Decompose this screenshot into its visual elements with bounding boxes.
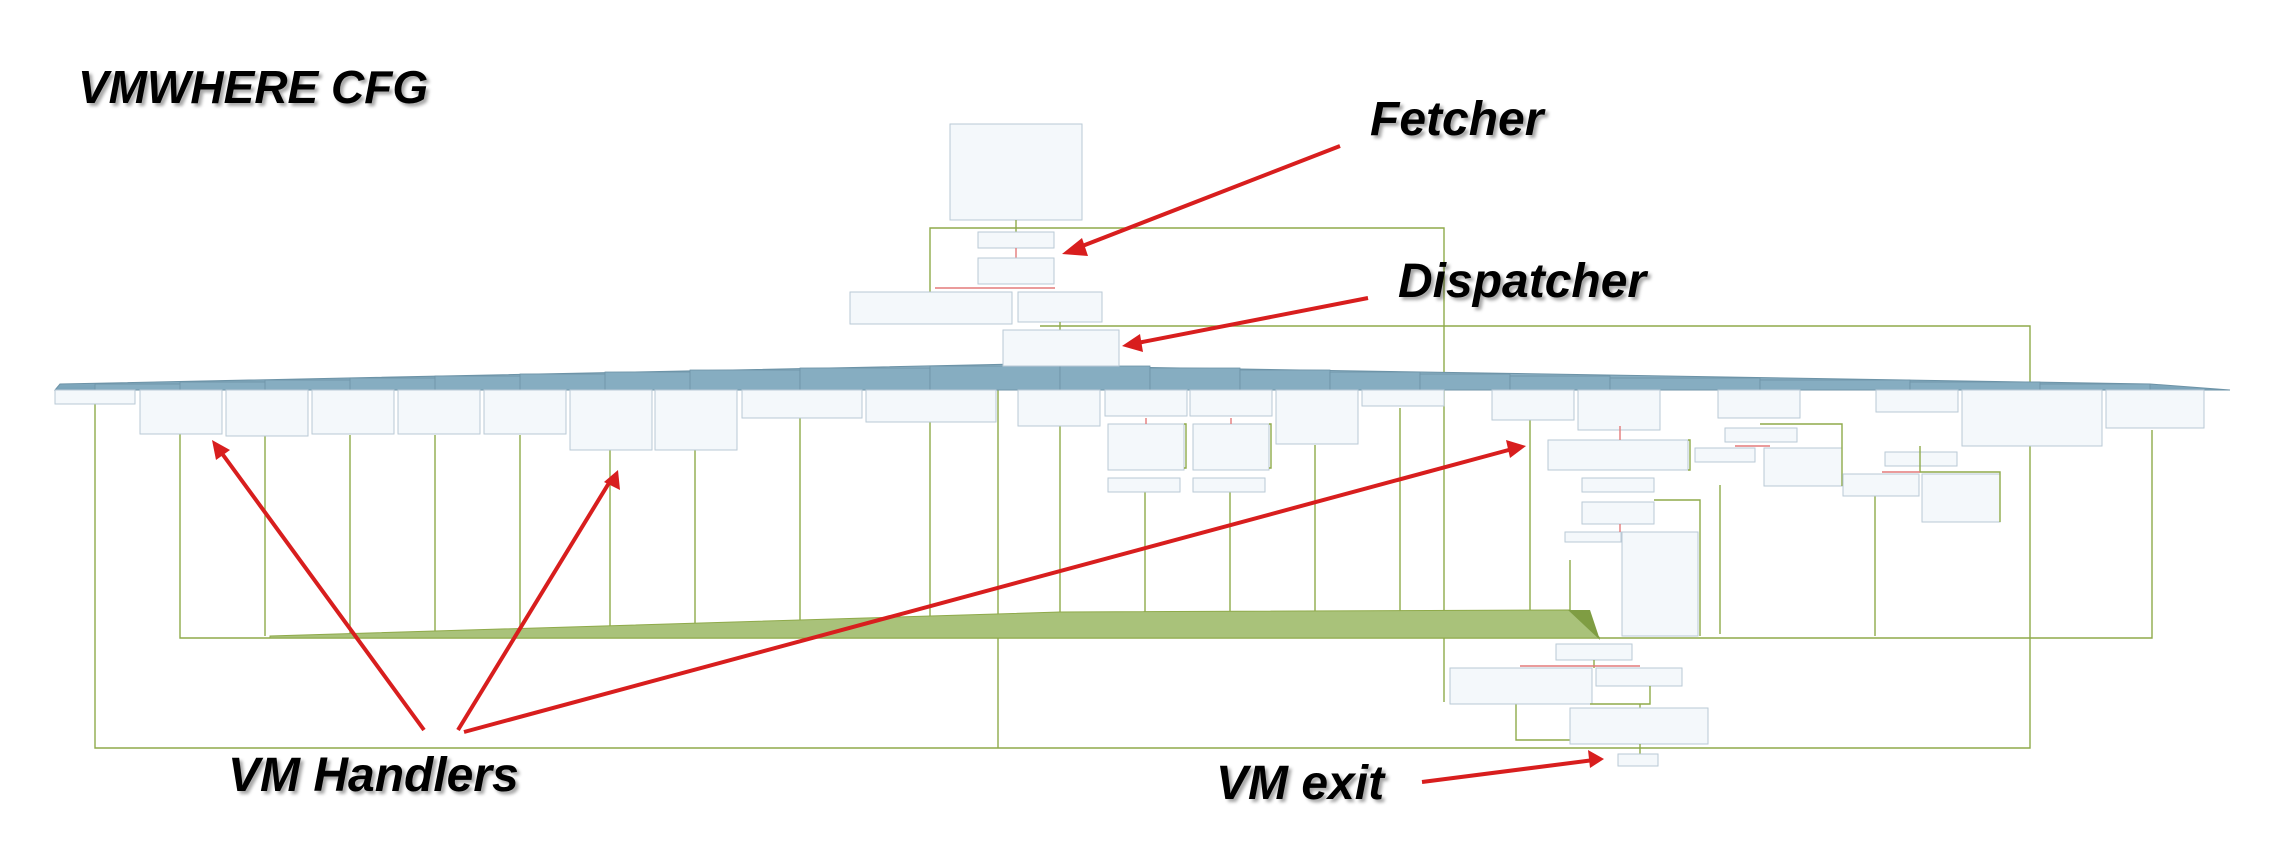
fetcher-arrow (1071, 144, 1341, 252)
exit-chain (1449, 643, 1709, 767)
diagram-title: VMWHERE CFG (78, 61, 429, 113)
annotation-arrows (212, 144, 1604, 784)
handler-arrow-3 (463, 446, 1517, 734)
fetcher-label: Fetcher (1370, 93, 1544, 146)
merge-wedge (1568, 610, 1600, 640)
handler-subblocks (1107, 418, 2001, 637)
entry-blocks (849, 123, 1120, 367)
handler-arrow-1 (216, 446, 426, 732)
handler-blocks (54, 389, 2205, 451)
dispatcher-label: Dispatcher (1398, 255, 1647, 308)
dispatch-fan-steps (94, 365, 2151, 391)
vm-exit-label: VM exit (1216, 757, 1385, 810)
dispatcher-arrow (1131, 296, 1369, 346)
vm-exit-arrow (1421, 758, 1595, 784)
handler-arrow-2 (456, 476, 614, 732)
merge-band (269, 609, 1602, 639)
vm-handlers-label: VM Handlers (228, 749, 519, 802)
